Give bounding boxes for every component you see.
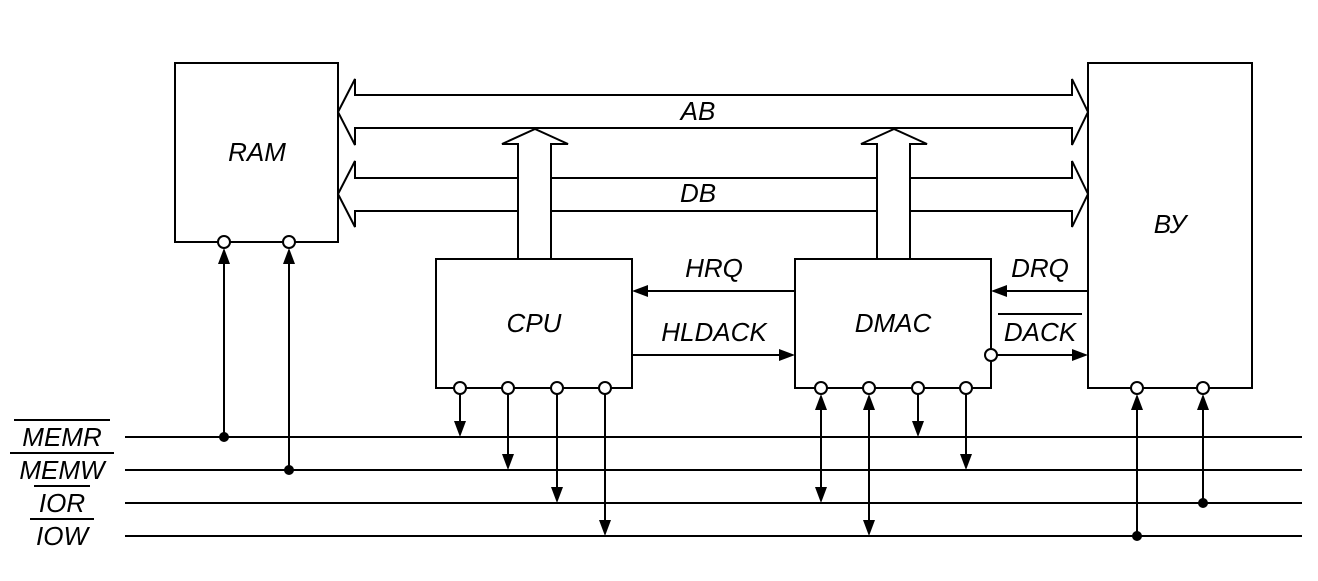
dmac-label: DMAC [855,308,932,338]
hldack-arrowhead [779,349,795,361]
address-bus-label: AB [679,96,716,126]
hrq-arrowhead [632,285,648,297]
drq-label: DRQ [1011,253,1069,283]
ram-label: RAM [228,137,286,167]
ior-label: IOR [39,488,85,518]
vu-block [1087,62,1253,389]
dmac-memw-connection [959,381,973,470]
cpu-block [435,258,633,389]
drq-arrowhead [991,285,1007,297]
hldack-label: HLDACK [661,317,768,347]
ram-memw-connection [282,235,296,475]
cpu-ior-connection [550,381,564,503]
cpu-address-arrow [501,127,569,260]
cpu-label: CPU [507,308,562,338]
dmac-iow-connection [862,381,876,536]
dmac-memr-connection [911,381,925,437]
cpu-memr-connection [453,381,467,437]
dmac-address-arrow [860,127,928,260]
memr-label: MEMR [22,422,101,452]
memw-label: MEMW [19,455,107,485]
hrq-label: HRQ [685,253,743,283]
vu-ior-connection [1196,381,1210,508]
data-bus-label: DB [680,178,716,208]
cpu-memw-connection [501,381,515,470]
iow-label: IOW [36,521,90,551]
ram-block [174,62,339,243]
dack-label: DACK [1004,317,1078,347]
cpu-iow-connection [598,381,612,536]
vu-label: ВУ [1154,209,1189,239]
dack-inversion-circle [984,348,998,362]
vu-iow-connection [1130,381,1144,541]
dack-arrowhead [1072,349,1088,361]
ram-memr-connection [217,235,231,442]
dmac-ior-connection [814,381,828,503]
address-bus-arrow [336,78,1090,146]
